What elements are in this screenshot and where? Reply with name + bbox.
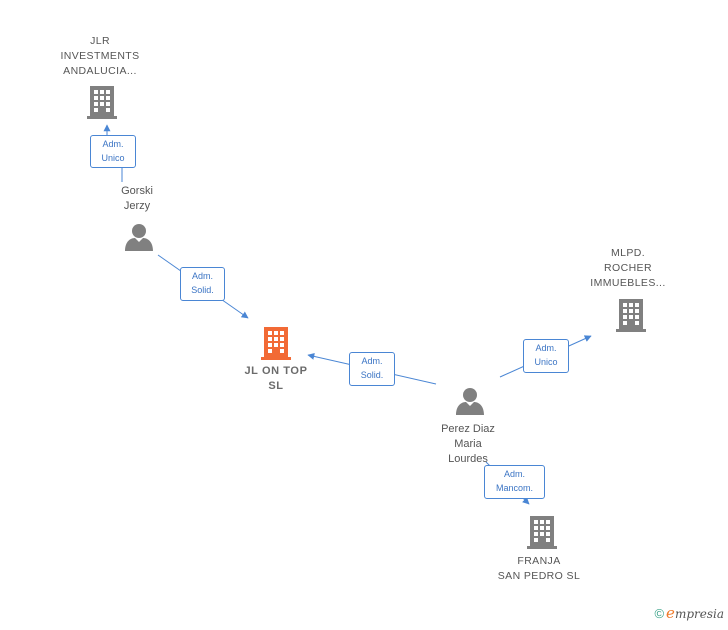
edge-label-perez-franja-line2: Mancom. xyxy=(495,483,533,493)
building-icon-mlpd[interactable] xyxy=(615,297,647,333)
edge-label-perez-jlontop-line2: Solid. xyxy=(360,370,384,380)
edge-label-perez-jlontop[interactable]: Adm. Solid. xyxy=(349,352,395,386)
node-label-perez-line2: Maria xyxy=(454,438,482,450)
node-label-jlr-line1: JLR xyxy=(90,35,110,47)
brand-name: mpresia xyxy=(674,607,724,621)
edge-label-gorski-jlontop-line1: Adm. xyxy=(191,271,213,281)
building-icon-jlontop[interactable] xyxy=(260,325,292,361)
edge-label-gorski-jlr-line1: Adm. xyxy=(102,139,124,149)
person-icon-gorski[interactable] xyxy=(124,222,154,252)
node-label-jlr[interactable]: JLR INVESTMENTS ANDALUCIA... xyxy=(40,34,160,79)
node-label-perez-line3: Lourdes xyxy=(448,453,488,465)
node-label-gorski-line2: Jerzy xyxy=(123,200,151,212)
node-label-jlontop[interactable]: JL ON TOP SL xyxy=(226,364,326,394)
node-label-perez[interactable]: Perez Diaz Maria Lourdes xyxy=(418,422,518,467)
node-label-jlontop-line1: JL ON TOP xyxy=(244,365,308,377)
node-label-perez-line1: Perez Diaz xyxy=(441,423,495,435)
node-label-jlr-line3: ANDALUCIA... xyxy=(63,65,137,77)
brand-logo: empresia xyxy=(666,604,724,622)
node-label-gorski[interactable]: Gorski Jerzy xyxy=(97,184,177,214)
node-label-franja-line1: FRANJA xyxy=(517,555,561,567)
edge-label-perez-franja-line1: Adm. xyxy=(503,469,525,479)
node-label-mlpd-line3: IMMUEBLES... xyxy=(590,277,666,289)
edge-label-gorski-jlr[interactable]: Adm. Unico xyxy=(90,135,136,168)
edge-label-perez-jlontop-line1: Adm. xyxy=(361,356,383,366)
brand-initial: e xyxy=(666,604,675,622)
edge-label-perez-mlpd-line2: Unico xyxy=(534,357,558,367)
node-label-jlontop-line2: SL xyxy=(268,380,284,392)
building-icon-jlr[interactable] xyxy=(86,84,118,120)
node-label-mlpd[interactable]: MLPD. ROCHER IMMUEBLES... xyxy=(568,246,688,291)
edge-label-perez-mlpd-line1: Adm. xyxy=(535,343,557,353)
node-label-franja[interactable]: FRANJA SAN PEDRO SL xyxy=(479,554,599,584)
person-icon-perez[interactable] xyxy=(455,386,485,416)
edge-label-gorski-jlontop[interactable]: Adm. Solid. xyxy=(180,267,225,301)
node-label-mlpd-line1: MLPD. xyxy=(610,247,646,259)
node-label-gorski-line1: Gorski xyxy=(121,185,153,197)
node-label-mlpd-line2: ROCHER xyxy=(604,262,652,274)
edge-label-perez-franja[interactable]: Adm. Mancom. xyxy=(484,465,545,499)
node-label-jlr-line2: INVESTMENTS xyxy=(60,50,140,62)
edge-label-gorski-jlontop-line2: Solid. xyxy=(191,285,214,295)
edge-label-gorski-jlr-line2: Unico xyxy=(101,153,125,163)
building-icon-franja[interactable] xyxy=(526,514,558,550)
edge-label-perez-mlpd[interactable]: Adm. Unico xyxy=(523,339,569,373)
node-label-franja-line2: SAN PEDRO SL xyxy=(497,570,581,582)
footer-brand: © empresia xyxy=(654,604,724,622)
copyright-symbol: © xyxy=(654,605,665,621)
